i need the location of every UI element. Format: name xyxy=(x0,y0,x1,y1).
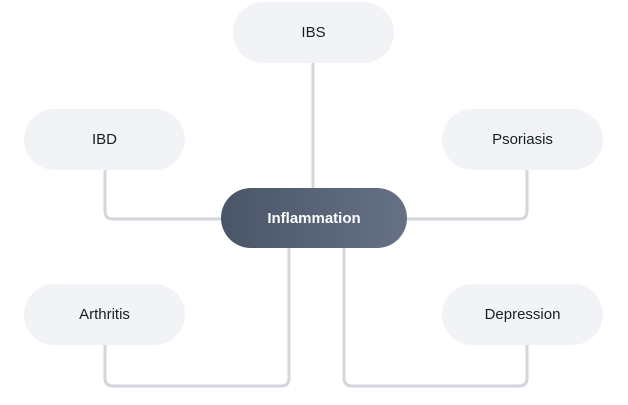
edge-center-ibd xyxy=(103,170,221,221)
node-ibd[interactable]: IBD xyxy=(24,109,185,170)
node-label: Arthritis xyxy=(79,306,130,323)
node-psoriasis[interactable]: Psoriasis xyxy=(442,109,603,170)
node-label: Depression xyxy=(484,306,561,323)
node-label: IBS xyxy=(301,24,326,41)
node-label: IBD xyxy=(91,131,117,148)
edge-center-arthritis xyxy=(103,248,291,388)
node-depression[interactable]: Depression xyxy=(442,284,603,345)
node-ibs[interactable]: IBS xyxy=(233,2,394,63)
node-label: Psoriasis xyxy=(492,131,553,148)
edge-center-depression xyxy=(342,248,529,388)
edge-center-psoriasis xyxy=(407,170,529,221)
center-label: Inflammation xyxy=(267,209,361,227)
node-arthritis[interactable]: Arthritis xyxy=(24,284,185,345)
node-center-inflammation[interactable]: Inflammation xyxy=(221,188,407,248)
